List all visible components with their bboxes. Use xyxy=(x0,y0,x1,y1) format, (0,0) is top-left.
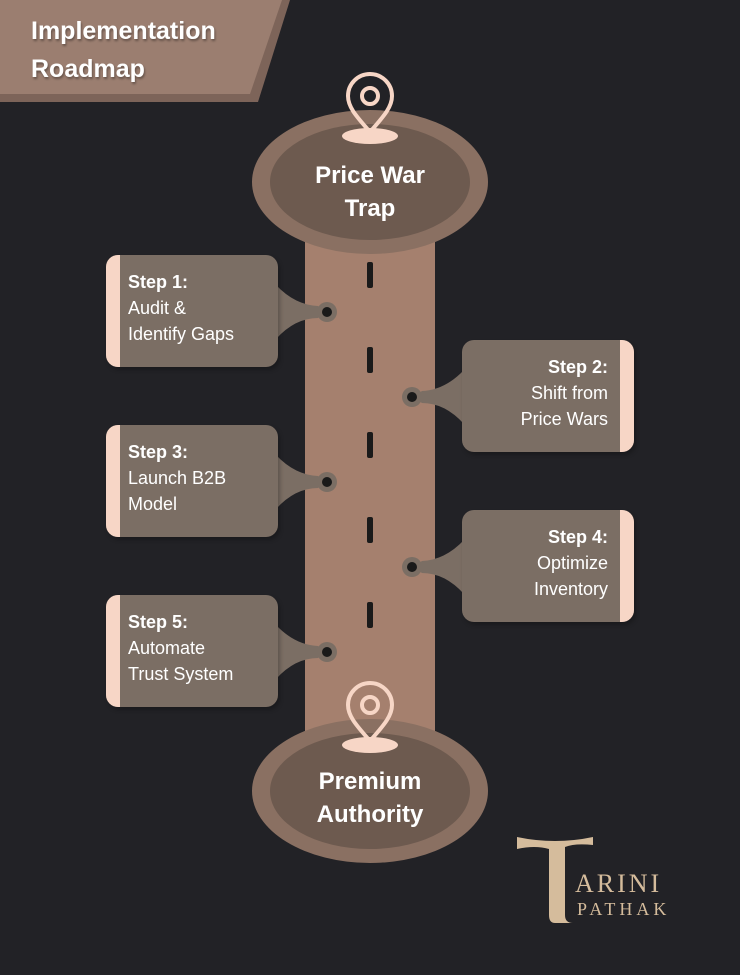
step-text-line-1: Audit & xyxy=(128,298,187,318)
connector-step-2 xyxy=(402,370,464,424)
title-line-2: Roadmap xyxy=(31,55,145,83)
step-card-1: Step 1: Audit & Identify Gaps xyxy=(106,255,278,367)
step-text-line-1: Automate xyxy=(128,638,206,658)
end-node xyxy=(252,719,488,863)
start-node-line-2: Trap xyxy=(344,195,396,222)
step-text-line-1: Launch B2B xyxy=(128,468,227,488)
step-card-accent xyxy=(620,510,634,622)
step-card-accent xyxy=(106,255,120,367)
title-banner xyxy=(0,0,290,102)
end-node-line-1: Premium xyxy=(318,768,422,795)
end-node-line-2: Authority xyxy=(316,801,424,828)
page-title: Implementation Roadmap xyxy=(31,12,216,88)
road xyxy=(305,200,435,790)
start-node-line-1: Price War xyxy=(315,162,425,189)
lane-dashes xyxy=(367,262,373,628)
step-card-5: Step 5: Automate Trust System xyxy=(106,595,278,707)
logo-text-line-1: ARINI xyxy=(575,869,663,898)
logo-monogram-icon xyxy=(517,837,593,923)
step-text-line-2: Identify Gaps xyxy=(128,324,235,344)
step-card-accent xyxy=(106,595,120,707)
step-card-2: Step 2: Shift from Price Wars xyxy=(462,340,634,452)
step-text-line-2: Trust System xyxy=(128,664,234,684)
step-title: Step 1: xyxy=(128,272,189,292)
connector-step-3 xyxy=(276,455,337,509)
end-location-pin-icon xyxy=(342,681,398,753)
start-node-label: Price War Trap xyxy=(270,159,470,225)
step-text-line-2: Model xyxy=(128,494,178,514)
step-text-line-1: Shift from xyxy=(530,383,608,403)
step-card-accent xyxy=(620,340,634,452)
brand-logo: ARINI PATHAK xyxy=(515,835,695,925)
step-title: Step 3: xyxy=(128,442,189,462)
logo-text-line-2: PATHAK xyxy=(577,899,671,919)
connector-step-4 xyxy=(402,540,464,594)
step-card-3: Step 3: Launch B2B Model xyxy=(106,425,278,537)
step-card-accent xyxy=(106,425,120,537)
start-node xyxy=(252,110,488,254)
step-title: Step 4: xyxy=(547,527,608,547)
connector-step-1 xyxy=(276,285,337,339)
connector-step-5 xyxy=(276,625,337,679)
step-card-4: Step 4: Optimize Inventory xyxy=(462,510,634,622)
title-line-1: Implementation xyxy=(31,17,216,45)
step-text-line-1: Optimize xyxy=(536,553,608,573)
step-title: Step 2: xyxy=(547,357,608,377)
step-text-line-2: Price Wars xyxy=(520,409,608,429)
step-title: Step 5: xyxy=(128,612,189,632)
step-text-line-2: Inventory xyxy=(533,579,608,599)
start-location-pin-icon xyxy=(342,72,398,144)
end-node-label: Premium Authority xyxy=(270,765,470,831)
